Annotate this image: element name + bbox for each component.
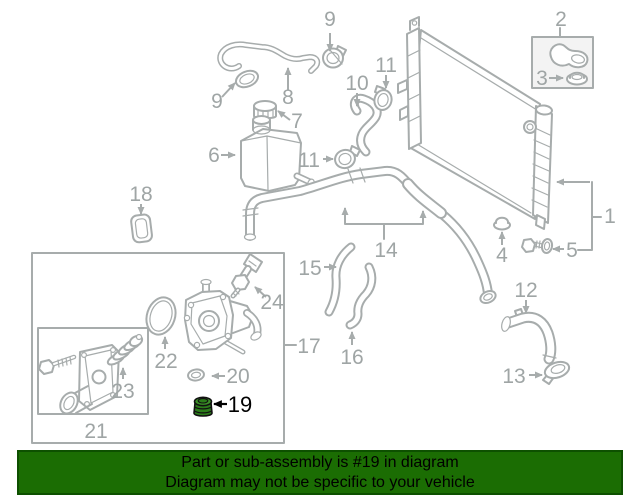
highlighted-part-19-drawing <box>193 396 213 417</box>
bolt-5-drawing <box>521 238 554 254</box>
callout-label-18: 18 <box>129 183 152 206</box>
fitting-13-drawing <box>542 360 571 385</box>
diagram-note-banner: Part or sub-assembly is #19 in diagram D… <box>17 450 623 495</box>
hose-14-drawing <box>242 165 497 305</box>
o-ring-20-drawing <box>187 368 205 382</box>
hose-10-drawing <box>349 93 382 157</box>
hose-16-drawing <box>345 262 377 330</box>
callout-label-2: 2 <box>555 8 567 31</box>
grommet-4-drawing <box>493 216 511 231</box>
callout-label-9a: 9 <box>324 8 336 31</box>
gasket-22-drawing <box>145 296 177 336</box>
callout-label-15: 15 <box>298 257 321 280</box>
callout-label-12: 12 <box>514 279 537 302</box>
bracket-part-2-drawing <box>549 43 589 69</box>
callout-label-11b: 11 <box>298 149 320 172</box>
callout-label-14: 14 <box>374 239 398 262</box>
hose-12-drawing <box>501 308 557 365</box>
assembly-box-17 <box>31 252 285 444</box>
callout-label-21: 21 <box>84 420 107 443</box>
reservoir-6-drawing <box>240 115 315 192</box>
grommet-part-3-drawing <box>566 71 588 86</box>
callout-arrows <box>119 27 602 408</box>
sensor-24-drawing <box>230 253 263 299</box>
callout-label-6: 6 <box>208 144 220 167</box>
callout-label-11a: 11 <box>375 54 397 77</box>
callout-label-20: 20 <box>226 365 249 388</box>
clamp-9-top-drawing <box>322 45 347 69</box>
callout-label-7: 7 <box>291 110 303 133</box>
thermostat-23-drawing <box>106 333 144 366</box>
callout-label-3: 3 <box>536 67 548 90</box>
callout-label-5: 5 <box>566 239 578 262</box>
callout-label-4: 4 <box>496 244 508 267</box>
water-outlet-21-drawing <box>38 344 120 415</box>
callout-label-9b: 9 <box>211 90 223 113</box>
banner-line-2: Diagram may not be specific to your vehi… <box>165 474 475 491</box>
clamp-11-top-drawing <box>373 85 393 111</box>
callout-label-13: 13 <box>502 365 525 388</box>
callout-label-22: 22 <box>154 350 177 373</box>
overflow-pipe-8-drawing <box>217 41 321 74</box>
callout-label-24: 24 <box>260 291 284 314</box>
parts-diagram: 1234567899101111121314151617181920212223… <box>31 8 616 444</box>
callout-label-8: 8 <box>282 86 294 109</box>
gasket-18-drawing <box>130 213 153 244</box>
radiator-drawing <box>397 16 553 230</box>
callout-label-10: 10 <box>345 72 368 95</box>
ring-9-left-drawing <box>234 69 260 89</box>
callout-label-19: 19 <box>228 392 252 417</box>
callout-label-23: 23 <box>111 380 134 403</box>
thermostat-housing-drawing <box>183 278 262 355</box>
callout-label-1: 1 <box>604 205 616 228</box>
banner-line-1: Part or sub-assembly is #19 in diagram <box>181 454 459 471</box>
callout-label-17: 17 <box>297 335 320 358</box>
hose-15-drawing <box>324 242 356 317</box>
clamp-11-left-drawing <box>334 145 361 170</box>
callout-label-16: 16 <box>340 346 363 369</box>
